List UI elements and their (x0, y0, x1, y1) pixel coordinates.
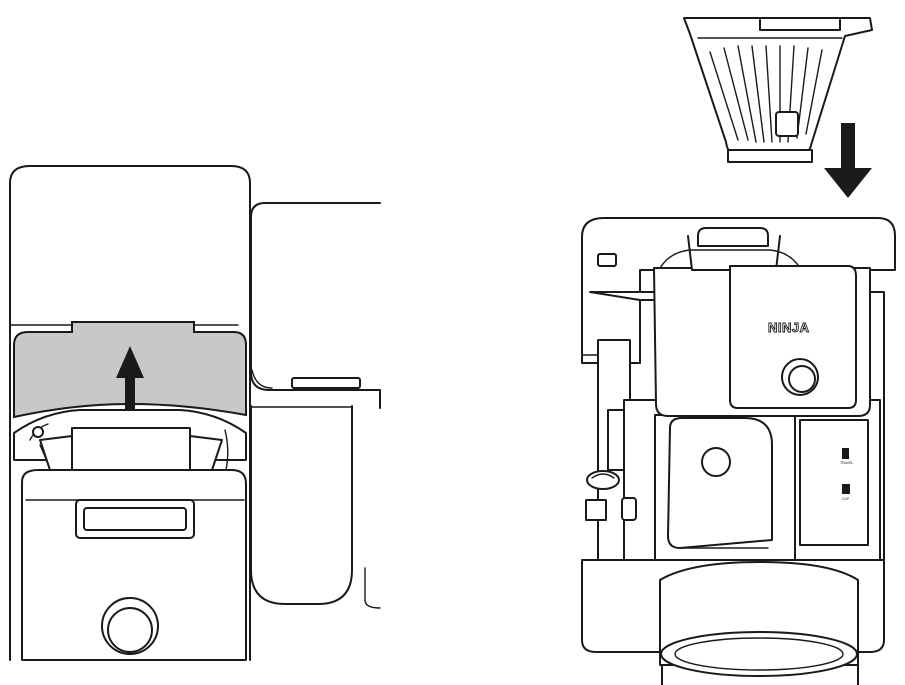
side-valve (585, 470, 637, 521)
cup-icon (842, 484, 850, 494)
up-arrow (116, 346, 144, 422)
filter-basket-removed (683, 17, 873, 163)
brand-logo: NINJA (768, 320, 810, 335)
cup-label: CUP (842, 497, 850, 501)
travel-label: TRAVEL (840, 461, 853, 465)
brew-basket-lid-highlight (13, 321, 247, 422)
right-panel: TRAVEL CUP (581, 17, 896, 685)
machine-side-body (244, 202, 381, 609)
down-arrow (824, 123, 872, 198)
left-panel (9, 165, 381, 661)
brew-head: NINJA (653, 227, 871, 417)
reservoir-front-panel (21, 469, 247, 661)
travel-mug-icon (842, 448, 849, 459)
carafe-area (581, 414, 885, 685)
